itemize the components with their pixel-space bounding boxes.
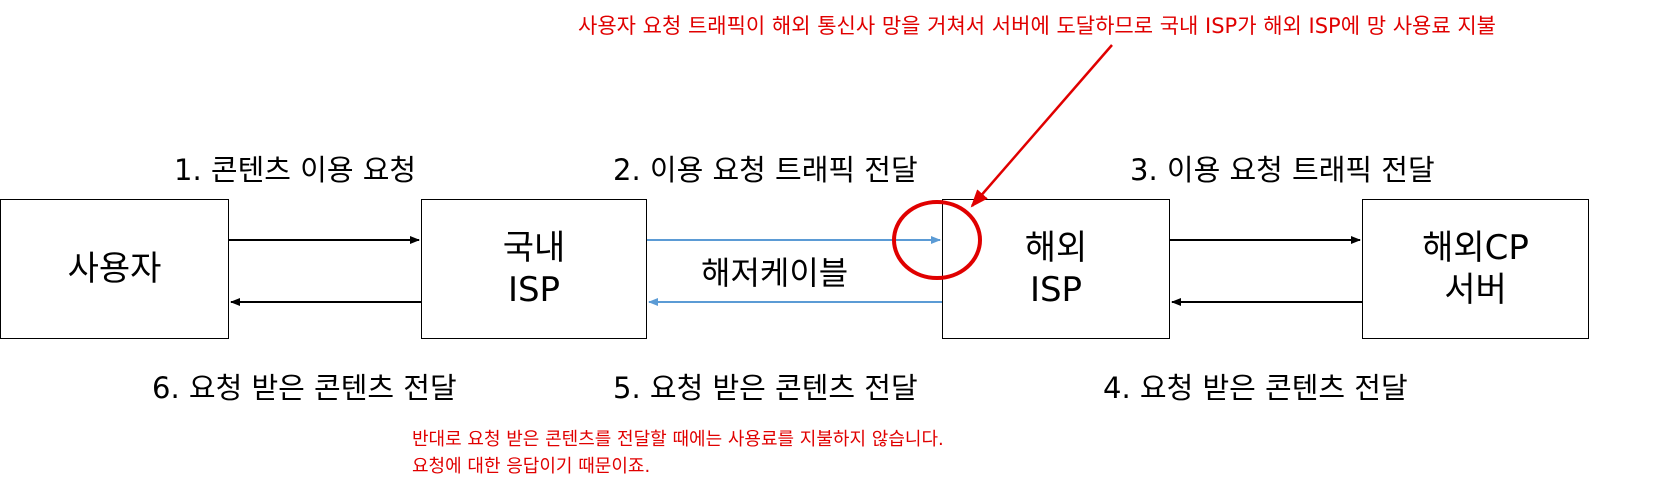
overseas-cp-label-2: 서버: [1444, 270, 1507, 310]
step1-label: 1. 콘텐츠 이용 요청: [174, 153, 417, 187]
submarine-cable-label: 해저케이블: [701, 254, 849, 292]
overseas-isp-label-2: ISP: [1029, 270, 1083, 310]
step3-label: 3. 이용 요청 트래픽 전달: [1130, 153, 1435, 187]
annotation-bottom-line2: 요청에 대한 응답이기 때문이죠.: [412, 456, 651, 477]
overseas-isp-label-1: 해외: [1024, 227, 1088, 268]
user-node: 사용자: [0, 199, 229, 339]
overseas-cp-label-1: 해외CP: [1422, 227, 1529, 268]
domestic-isp-label-2: ISP: [507, 270, 561, 310]
annotation-pointer-arrow: [970, 44, 1113, 208]
overseas-isp-node: 해외 ISP: [942, 199, 1170, 339]
annotation-bottom-line1: 반대로 요청 받은 콘텐츠를 전달할 때에는 사용료를 지불하지 않습니다.: [412, 429, 944, 450]
step5-label: 5. 요청 받은 콘텐츠 전달: [613, 371, 918, 405]
domestic-isp-label-1: 국내: [502, 227, 566, 268]
step4-label: 4. 요청 받은 콘텐츠 전달: [1103, 371, 1408, 405]
user-node-label: 사용자: [67, 248, 162, 289]
highlight-circle: [892, 200, 982, 280]
step2-label: 2. 이용 요청 트래픽 전달: [613, 153, 918, 187]
overseas-cp-node: 해외CP 서버: [1362, 199, 1589, 339]
step6-label: 6. 요청 받은 콘텐츠 전달: [152, 371, 457, 405]
annotation-top: 사용자 요청 트래픽이 해외 통신사 망을 거쳐서 서버에 도달하므로 국내 I…: [578, 14, 1496, 38]
domestic-isp-node: 국내 ISP: [421, 199, 647, 339]
